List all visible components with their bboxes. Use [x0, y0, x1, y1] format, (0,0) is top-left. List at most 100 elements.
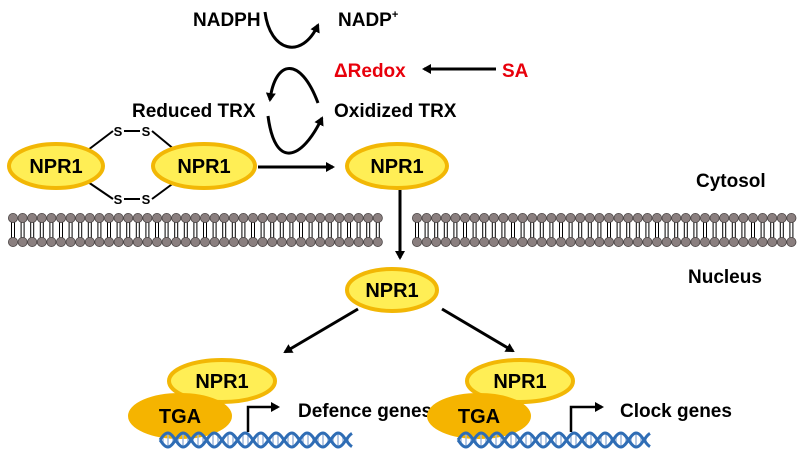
lipid-head — [305, 236, 316, 247]
lipid-head — [613, 236, 624, 247]
lipid-head — [295, 236, 306, 247]
lipid-tail — [472, 222, 477, 238]
lipid-head — [209, 236, 220, 247]
lipid-head — [180, 212, 191, 223]
lipid-head — [199, 236, 210, 247]
lipid-head — [527, 236, 538, 247]
lipid-tail — [549, 222, 554, 238]
lipid-head — [151, 212, 162, 223]
lipid-head — [123, 212, 134, 223]
lipid-head — [56, 236, 67, 247]
lipid-head — [469, 212, 480, 223]
bond-line — [87, 130, 114, 151]
lipid-tail — [375, 222, 380, 238]
lipid-head — [142, 236, 153, 247]
lipid-tail — [11, 222, 15, 238]
npr1-oligomer-left-label: NPR1 — [29, 156, 82, 178]
lipid-tail — [664, 222, 669, 238]
lipid-head — [334, 236, 345, 247]
npr1-nucleus — [345, 267, 439, 313]
lipid-head — [228, 236, 239, 247]
lipid-head — [276, 236, 287, 247]
lipid-head — [604, 212, 615, 223]
lipid-head — [757, 236, 768, 247]
lipid-head — [27, 236, 38, 247]
transcription-start-arrow — [569, 402, 604, 432]
lipid-tail — [78, 222, 83, 238]
lipid-head — [575, 212, 586, 223]
lipid-head — [305, 212, 316, 223]
lipid-tail — [511, 222, 515, 238]
lipid-head — [228, 212, 239, 223]
lipid-tail — [299, 222, 303, 238]
oxidized-trx-label: Oxidized TRX — [334, 101, 457, 122]
lipid-head — [507, 212, 518, 223]
lipid-head — [709, 236, 720, 247]
npr1-left-complex-label: NPR1 — [195, 371, 248, 393]
lipid-head — [632, 212, 643, 223]
dna-strand — [456, 431, 651, 449]
lipid-head — [748, 236, 759, 247]
lipid-head — [27, 212, 38, 223]
lipid-tail — [327, 222, 332, 238]
lipid-head — [719, 236, 730, 247]
npr1-oligomer-right — [151, 142, 257, 190]
lipid-tail — [635, 222, 640, 238]
lipid-tail — [683, 222, 688, 238]
lipid-tail — [59, 222, 63, 238]
lipid-head — [363, 236, 374, 247]
lipid-tail — [135, 222, 140, 238]
lipid-head — [104, 212, 115, 223]
lipid-tail — [270, 222, 275, 238]
lipid-head — [7, 212, 18, 223]
lipid-head — [113, 212, 124, 223]
lipid-head — [642, 236, 653, 247]
lipid-head — [46, 212, 57, 223]
lipid-tail — [174, 222, 179, 238]
lipid-head — [219, 236, 230, 247]
lipid-head — [247, 236, 258, 247]
lipid-head — [161, 236, 172, 247]
lipid-head — [652, 236, 663, 247]
lipid-tail — [731, 222, 736, 238]
lipid-head — [151, 236, 162, 247]
lipid-head — [652, 212, 663, 223]
lipid-head — [190, 212, 201, 223]
lipid-tail — [145, 222, 150, 238]
lipid-tail — [356, 222, 361, 238]
lipid-tail — [434, 222, 439, 238]
lipid-head — [363, 212, 374, 223]
sulfur-atom: S — [142, 124, 151, 139]
nadp-superscript: + — [392, 9, 398, 21]
lipid-head — [46, 236, 57, 247]
lipid-head — [479, 212, 490, 223]
lipid-head — [324, 212, 335, 223]
lipid-head — [527, 212, 538, 223]
lipid-tail — [712, 222, 717, 238]
lipid-head — [199, 212, 210, 223]
lipid-tail — [539, 222, 544, 238]
lipid-head — [757, 212, 768, 223]
lipid-head — [661, 212, 672, 223]
lipid-tail — [520, 222, 525, 238]
lipid-head — [343, 236, 354, 247]
to-defence-arrow — [283, 307, 359, 354]
lipid-head — [556, 212, 567, 223]
lipid-head — [142, 212, 153, 223]
lipid-tail — [655, 222, 659, 238]
lipid-head — [123, 236, 134, 247]
lipid-head — [190, 236, 201, 247]
lipid-tail — [318, 222, 323, 238]
lipid-head — [661, 236, 672, 247]
lipid-tail — [530, 222, 535, 238]
delta-redox-label: ΔRedox — [334, 61, 406, 82]
lipid-head — [286, 236, 297, 247]
lipid-head — [56, 212, 67, 223]
lipid-head — [219, 212, 230, 223]
bond-line — [87, 181, 114, 200]
lipid-tail — [97, 222, 102, 238]
lipid-head — [238, 236, 249, 247]
lipid-tail — [289, 222, 294, 238]
lipid-tail — [789, 222, 794, 238]
